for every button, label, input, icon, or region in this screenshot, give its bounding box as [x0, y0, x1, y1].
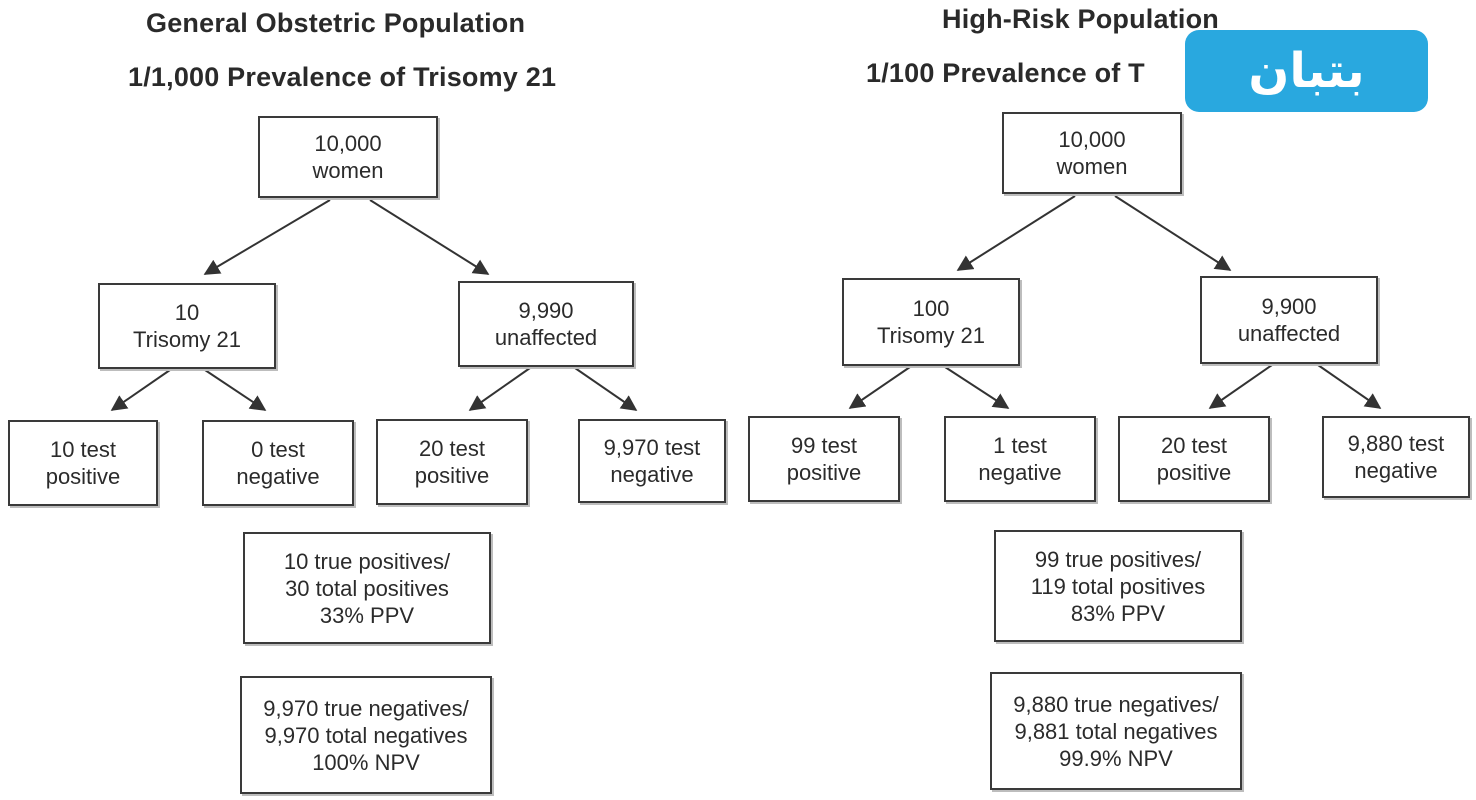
right-root-box: 10,000 women: [1002, 112, 1182, 194]
left-title-line1: General Obstetric Population: [146, 8, 526, 38]
right-npv-line2: 9,881 total negatives: [1014, 718, 1218, 744]
right-unaffected-box: 9,900 unaffected: [1200, 276, 1378, 364]
left-npv-line1: 9,970 true negatives/: [263, 695, 469, 721]
right-unaffected-positive-line2: positive: [1156, 460, 1232, 485]
right-unaffected-label: unaffected: [1237, 321, 1341, 346]
left-affected-positive-box: 10 test positive: [8, 420, 158, 506]
left-root-label: women: [312, 158, 384, 183]
left-npv-box: 9,970 true negatives/ 9,970 total negati…: [240, 676, 492, 794]
right-ppv-box: 99 true positives/ 119 total positives 8…: [994, 530, 1242, 642]
arrow-right-unaffected-neg: [1317, 364, 1382, 409]
left-affected-positive-line2: positive: [45, 464, 121, 489]
arrow-left-root-unaffected: [369, 199, 490, 275]
watermark-logo-text: بتبان: [1248, 43, 1365, 99]
left-unaffected-positive-line1: 20 test: [418, 436, 486, 461]
right-unaffected-count: 9,900: [1261, 294, 1317, 319]
left-title-line2: 1/1,000 Prevalence of Trisomy 21: [128, 62, 557, 92]
left-ppv-line1: 10 true positives/: [283, 548, 451, 574]
right-unaffected-positive-line1: 20 test: [1160, 433, 1228, 458]
arrow-left-unaffected-pos: [468, 367, 531, 411]
arrow-right-unaffected-pos: [1208, 364, 1273, 409]
right-affected-negative-box: 1 test negative: [944, 416, 1096, 502]
right-root-label: women: [1056, 154, 1128, 179]
right-affected-positive-box: 99 test positive: [748, 416, 900, 502]
right-title-line2: 1/100 Prevalence of T: [866, 58, 1145, 88]
right-ppv-line3: 83% PPV: [1070, 600, 1166, 626]
right-affected-negative-line1: 1 test: [993, 433, 1047, 458]
right-npv-box: 9,880 true negatives/ 9,881 total negati…: [990, 672, 1242, 790]
left-ppv-line2: 30 total positives: [285, 575, 449, 601]
arrow-right-affected-pos: [848, 366, 911, 409]
left-affected-positive-line1: 10 test: [49, 437, 117, 462]
arrow-left-root-affected: [203, 199, 331, 275]
left-unaffected-box: 9,990 unaffected: [458, 281, 634, 367]
left-root-box: 10,000 women: [258, 116, 438, 198]
right-ppv-line2: 119 total positives: [1030, 573, 1206, 599]
left-affected-negative-line2: negative: [236, 464, 320, 489]
right-affected-positive-line2: positive: [786, 460, 862, 485]
left-npv-line3: 100% NPV: [312, 749, 420, 775]
arrow-left-unaffected-neg: [574, 367, 638, 411]
right-unaffected-positive-box: 20 test positive: [1118, 416, 1270, 502]
left-npv-line2: 9,970 total negatives: [264, 722, 468, 748]
right-affected-negative-line2: negative: [978, 460, 1062, 485]
left-affected-label: Trisomy 21: [133, 327, 241, 352]
arrow-left-affected-pos: [110, 369, 171, 411]
left-unaffected-negative-line2: negative: [610, 462, 694, 487]
left-affected-count: 10: [174, 300, 200, 325]
right-root-count: 10,000: [1058, 127, 1126, 152]
right-unaffected-negative-line1: 9,880 test: [1347, 431, 1445, 456]
right-affected-positive-line1: 99 test: [790, 433, 858, 458]
left-affected-negative-box: 0 test negative: [202, 420, 354, 506]
arrow-right-root-unaffected: [1114, 195, 1232, 271]
right-affected-box: 100 Trisomy 21: [842, 278, 1020, 366]
left-unaffected-count: 9,990: [518, 298, 574, 323]
arrow-left-affected-neg: [204, 369, 267, 411]
arrow-right-root-affected: [956, 195, 1076, 271]
left-affected-negative-line1: 0 test: [251, 437, 305, 462]
right-affected-label: Trisomy 21: [877, 323, 985, 348]
left-unaffected-negative-line1: 9,970 test: [603, 435, 701, 460]
watermark-logo: بتبان: [1185, 30, 1428, 112]
right-npv-line1: 9,880 true negatives/: [1013, 691, 1219, 717]
right-unaffected-negative-box: 9,880 test negative: [1322, 416, 1470, 498]
left-unaffected-positive-line2: positive: [414, 463, 490, 488]
right-ppv-line1: 99 true positives/: [1034, 546, 1202, 572]
right-affected-count: 100: [912, 296, 950, 321]
left-ppv-box: 10 true positives/ 30 total positives 33…: [243, 532, 491, 644]
left-unaffected-positive-box: 20 test positive: [376, 419, 528, 505]
right-unaffected-negative-line2: negative: [1354, 458, 1438, 483]
left-ppv-line3: 33% PPV: [319, 602, 415, 628]
right-npv-line3: 99.9% NPV: [1059, 745, 1173, 771]
right-title-line1: High-Risk Population: [942, 4, 1219, 34]
left-unaffected-negative-box: 9,970 test negative: [578, 419, 726, 503]
left-unaffected-label: unaffected: [494, 325, 598, 350]
arrow-right-affected-neg: [944, 366, 1010, 409]
left-root-count: 10,000: [314, 131, 382, 156]
left-affected-box: 10 Trisomy 21: [98, 283, 276, 369]
